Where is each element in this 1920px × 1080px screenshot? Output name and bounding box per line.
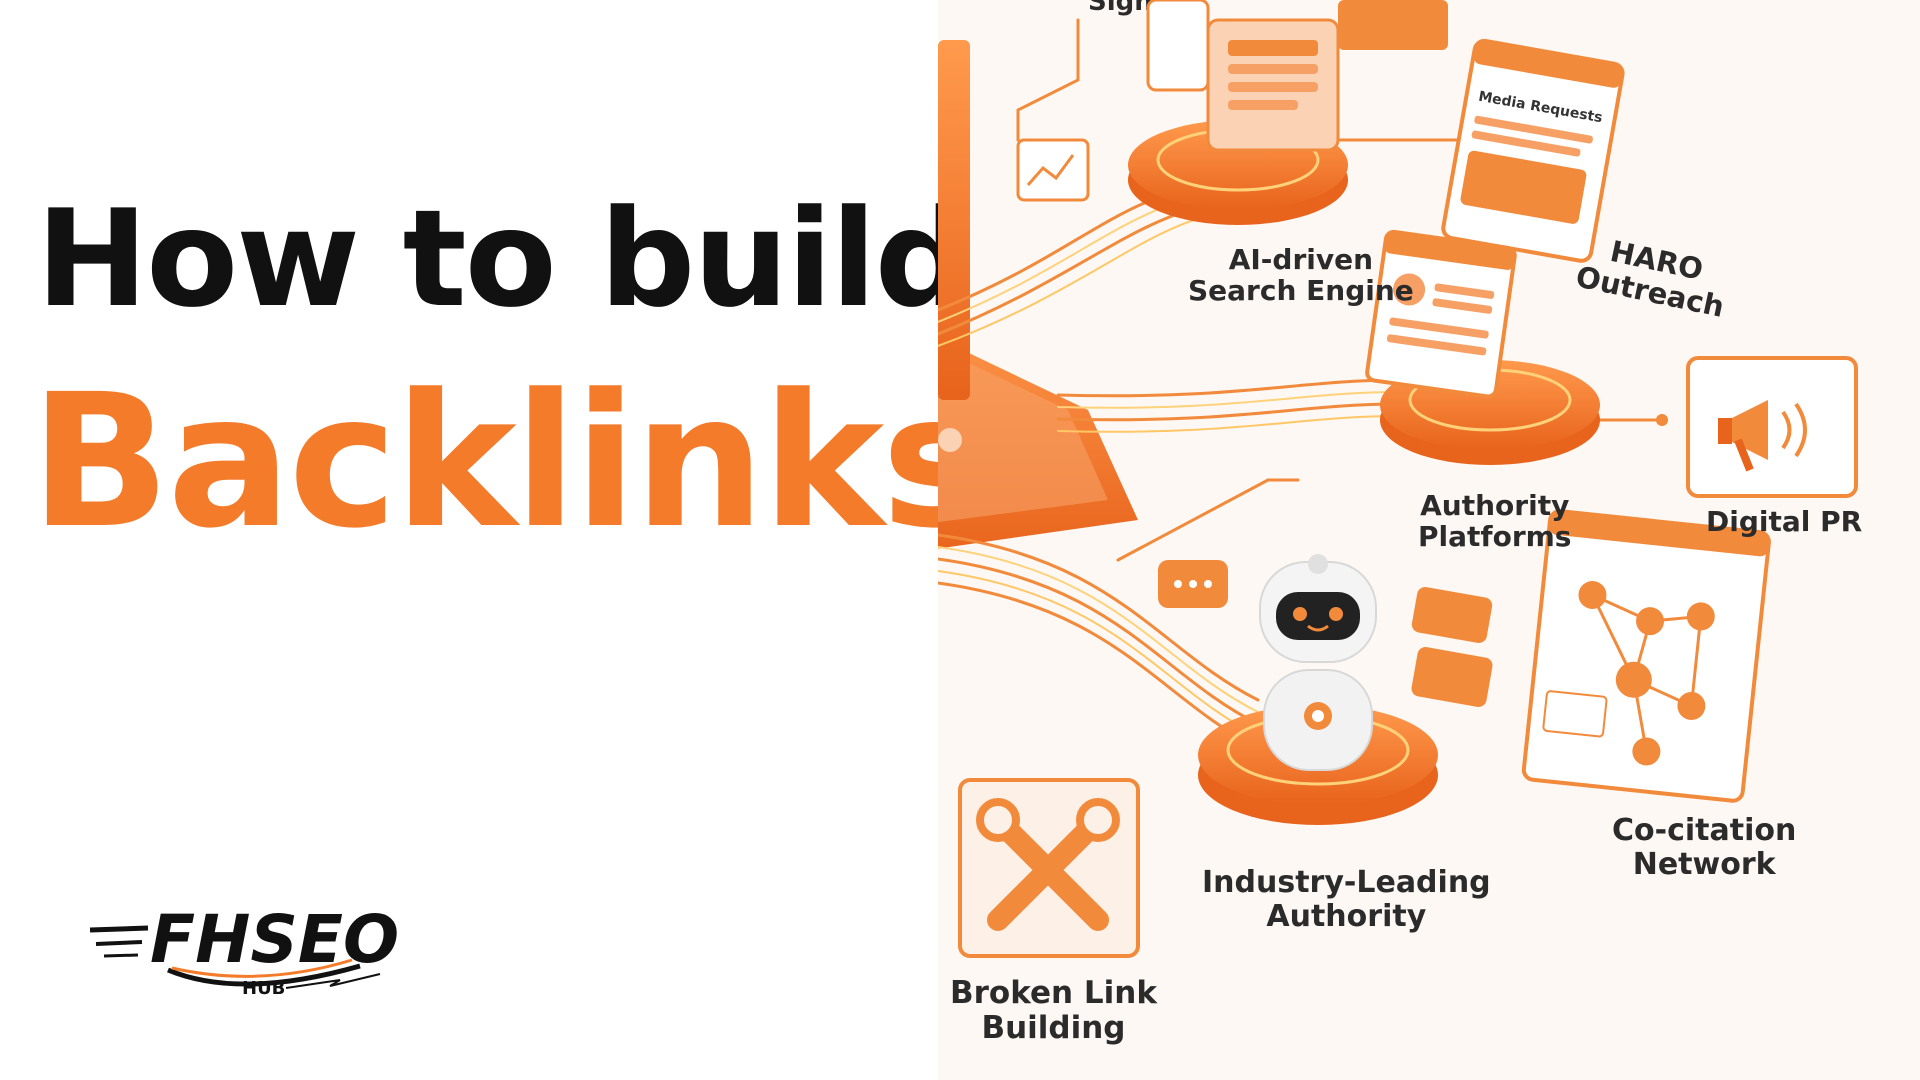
node-digital-pr [1656,356,1858,498]
backlink-strategies-illustration: Signal Media Requests [938,0,1920,1080]
connection-wires [938,18,1660,750]
label-authority-platforms: Authority Platforms [1418,489,1572,554]
label-broken-link: Broken Link Building [950,975,1157,1046]
logo-mark-text: FHSEO [150,901,399,978]
label-industry-authority: Industry-Leading Authority [1202,865,1491,934]
node-industry-authority [1158,554,1493,825]
node-co-citation [1521,509,1771,803]
node-ai-search [1128,0,1448,225]
headline-line-1: How to build [36,181,971,337]
logo-bolt [285,973,381,989]
title-panel: How to build Backlinks FHSEO HUB [0,0,991,1080]
logo-swoosh [167,963,361,987]
chat-bubble-icons [1158,560,1493,707]
central-hub-platform [938,40,1138,549]
label-digital-pr: Digital PR [1706,505,1863,538]
label-co-citation: Co-citation Network [1612,813,1797,882]
node-authority-platforms [1365,229,1600,465]
brand-logo[interactable]: FHSEO HUB [90,870,410,1000]
analytics-card [1016,138,1090,202]
node-broken-link [958,778,1140,958]
node-haro-panel: Media Requests [1441,38,1625,263]
label-ai-search: AI-driven Search Engine [1188,243,1414,308]
logo-speed-lines [90,925,149,958]
tools-icon [987,809,1109,931]
headline-line-2: Backlinks [30,355,991,569]
logo-swoosh-orange [171,958,353,978]
logo-sub-text: HUB [242,978,285,999]
robot-icon [1259,554,1377,771]
